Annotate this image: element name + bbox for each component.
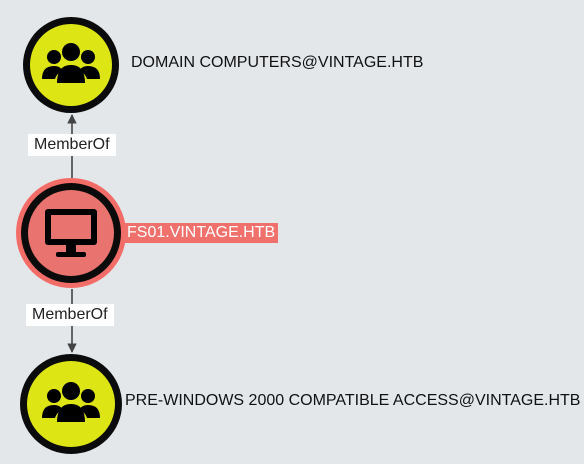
node-domain-computers[interactable] (23, 17, 119, 113)
monitor-icon (45, 209, 97, 257)
edge-label-memberof-down[interactable]: MemberOf (26, 304, 114, 326)
node-label-fs01: FS01.VINTAGE.HTB (124, 223, 279, 243)
edge-label-memberof-up[interactable]: MemberOf (28, 134, 116, 156)
node-fs01[interactable] (16, 178, 126, 288)
node-pre-windows-2000[interactable] (20, 354, 122, 454)
node-label-pre-windows-2000: PRE-WINDOWS 2000 COMPATIBLE ACCESS@VINTA… (125, 392, 581, 409)
node-label-domain-computers: DOMAIN COMPUTERS@VINTAGE.HTB (131, 54, 424, 71)
users-group-icon (42, 382, 100, 422)
users-group-icon (42, 43, 100, 83)
